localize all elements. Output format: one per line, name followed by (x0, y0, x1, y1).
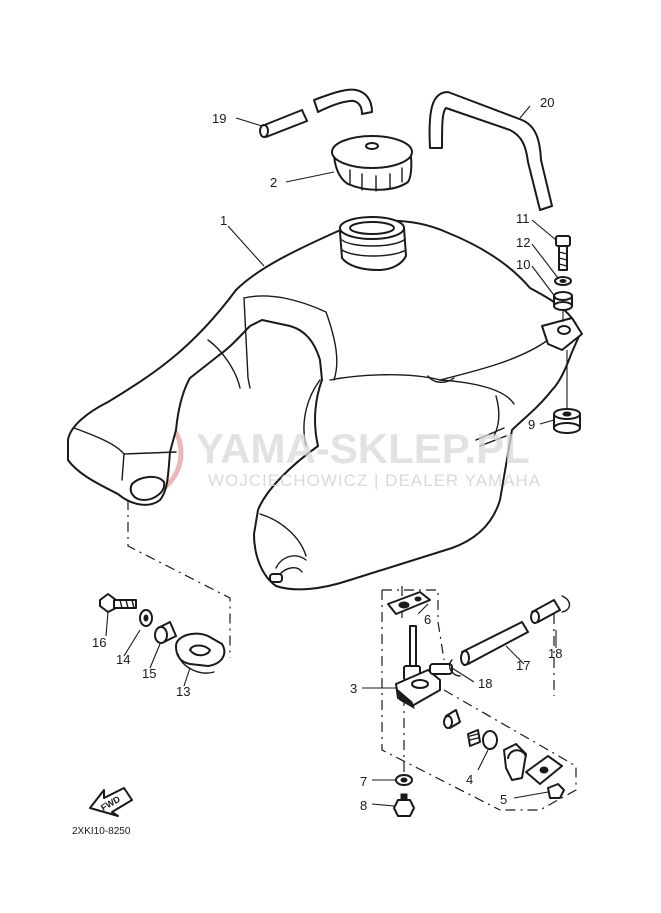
callout-7: 7 (360, 774, 367, 789)
callout-3: 3 (350, 681, 357, 696)
part-8-screw (393, 793, 415, 817)
callout-numbers: 19 2 1 20 11 12 10 9 6 3 18 17 18 4 7 5 … (92, 95, 562, 813)
part-16-bolt (99, 593, 137, 613)
callout-20: 20 (540, 95, 554, 110)
part-19-hose (259, 88, 373, 138)
callout-12: 12 (516, 235, 530, 250)
callout-10: 10 (516, 257, 530, 272)
part-18-hose-clip (448, 595, 571, 677)
part-3-fuel-cock (395, 625, 453, 710)
part-7-washer (395, 774, 413, 786)
diagram-code: 2XKI10-8250 (72, 826, 131, 837)
part-12-washer (554, 276, 572, 286)
callout-11: 11 (516, 211, 530, 226)
part-11-bolt (555, 235, 571, 271)
part-15-collar (154, 621, 177, 644)
part-10-collar (553, 291, 573, 311)
watermark-title: YAMA-SKLEP.PL (196, 425, 530, 472)
callout-9: 9 (528, 417, 535, 432)
fwd-arrow-icon: FWD (89, 787, 133, 817)
part-6-gasket (387, 591, 431, 615)
callout-18-b: 18 (548, 646, 562, 661)
part-17-fuel-hose (460, 599, 561, 666)
callout-8: 8 (360, 798, 367, 813)
part-14-washer (139, 609, 153, 627)
callout-13: 13 (176, 684, 190, 699)
part-1-fuel-tank (67, 216, 583, 591)
callout-14: 14 (116, 652, 130, 667)
callout-6: 6 (424, 612, 431, 627)
callout-15: 15 (142, 666, 156, 681)
callout-19: 19 (212, 111, 226, 126)
lever-components (443, 709, 563, 785)
part-20-hose (428, 91, 553, 211)
part-13-damper (175, 632, 226, 674)
watermark-subtitle: WOJCIECHOWICZ | DEALER YAMAHA (208, 471, 541, 490)
callout-2: 2 (270, 175, 277, 190)
callout-16: 16 (92, 635, 106, 650)
callout-17: 17 (516, 658, 530, 673)
part-5-screw (547, 783, 565, 799)
part-4-o-ring (482, 730, 498, 750)
callout-1: 1 (220, 213, 227, 228)
callout-5: 5 (500, 792, 507, 807)
callout-18-a: 18 (478, 676, 492, 691)
part-2-fuel-cap (331, 135, 413, 192)
part-9-damper (553, 408, 581, 434)
callout-leaders (105, 105, 559, 807)
callout-4: 4 (466, 772, 473, 787)
